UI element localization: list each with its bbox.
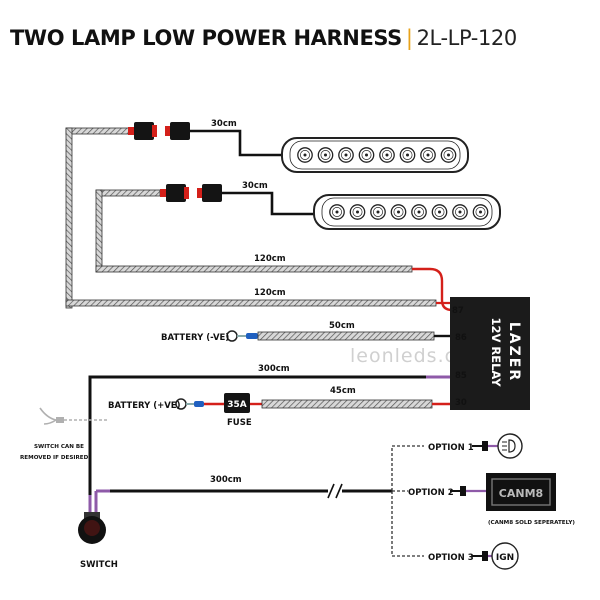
relay-label: 12V RELAY [489,317,503,387]
option1-label: OPTION 1 [428,443,474,453]
option2-label: OPTION 2 [408,488,454,498]
canm8-module: CANM8 [486,473,556,511]
option1-connector [472,441,498,451]
switch-note-line2: REMOVED IF DESIRED [20,455,89,461]
switch-feed-wire [88,375,426,508]
light-bar-2-lens [390,204,407,220]
headlight-icon [497,433,523,459]
switch-removal-icon [39,407,108,425]
option3-label: OPTION 3 [428,553,474,563]
upper-loom-length: 120cm [254,254,286,264]
fuse: 35A [224,393,250,413]
switch [78,491,106,544]
light-bar-2-lens [472,204,489,220]
light-bar-2-lens [411,204,427,220]
title-main: TWO LAMP LOW POWER HARNESS [10,26,402,50]
switch-feed-length: 300cm [258,364,290,374]
relay: LAZER 12V RELAY 87 [450,297,530,410]
lamp1-cable-length: 30cm [211,119,237,129]
light-bar-1-lens [379,147,395,163]
relay-pin-30: 30 [455,398,467,408]
battery-negative-length: 50cm [329,321,355,331]
light-bar-2-lens [349,204,366,220]
light-bar-1-lens [297,147,313,163]
battery-negative-label: BATTERY (-VE) [161,333,229,343]
relay-pin-86: 86 [455,333,467,343]
light-bar-1-lens [338,147,354,163]
light-bar-1 [281,137,469,173]
diagram-title: TWO LAMP LOW POWER HARNESS|2L-LP-120 [10,26,517,50]
lower-loom-length: 120cm [254,288,286,298]
option2-connector [450,486,486,496]
ign-icon: IGN [491,542,519,570]
light-bar-1-lens [420,147,436,163]
break-mark-right [335,483,343,499]
option-branches [391,445,424,557]
canm8-note: (CANM8 SOLD SEPERATELY) [488,520,575,526]
lamp2-cable-length: 30cm [242,181,268,191]
lamp1-connector [128,122,282,157]
relay-pin-87: 87 [452,306,464,316]
battery-positive-length: 45cm [330,386,356,396]
fuse-rating: 35A [227,400,247,410]
light-bar-1-lens [440,147,457,163]
light-bar-2-lens [452,204,468,220]
switch-note-line1: SWITCH CAN BE [34,444,84,450]
light-bar-1-lens [399,147,416,163]
battery-positive-label: BATTERY (+VE) [108,401,181,411]
light-bar-2-lens [329,204,345,220]
switch-output-length: 300cm [210,475,242,485]
light-bar-1-lens [358,147,375,163]
light-bar-2-lens [431,204,448,220]
canm8-label: CANM8 [499,487,543,500]
fuse-label: FUSE [227,418,252,428]
light-bar-2 [313,194,501,230]
red-wire-87-lower [412,267,453,312]
light-bar-2-lens [370,204,386,220]
light-bar-1-lens [317,147,334,163]
title-code: 2L-LP-120 [416,26,518,50]
title-separator: | [405,26,413,50]
relay-pin-85: 85 [455,371,467,381]
battery-positive-terminal [175,398,450,410]
ign-label: IGN [496,553,514,563]
break-mark-left [327,483,335,499]
option3-connector [472,551,492,561]
relay-brand: LAZER [506,322,522,382]
lamp2-connector [160,184,318,216]
switch-label: SWITCH [80,560,118,570]
battery-negative-terminal [226,330,450,342]
